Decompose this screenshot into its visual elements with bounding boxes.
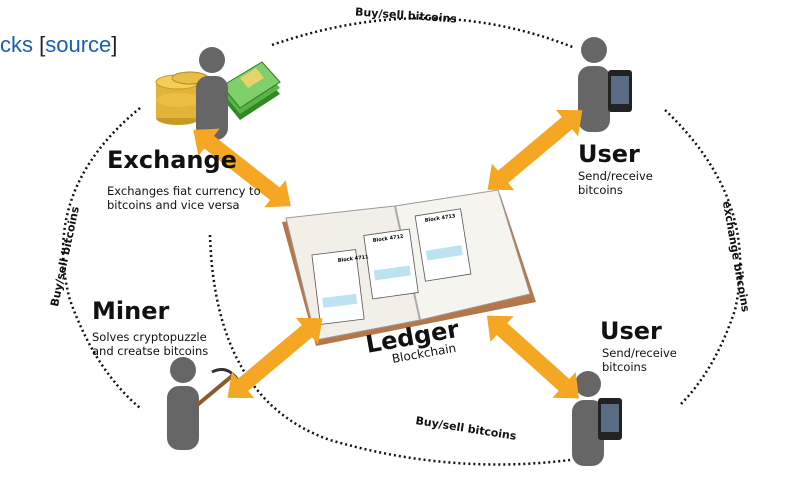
bracket-open: [: [39, 32, 46, 57]
source-link[interactable]: source: [45, 32, 112, 57]
exchange-person-icon: [196, 47, 228, 140]
block-4713-label: Block 4713: [424, 213, 456, 224]
miner-desc-line1: Solves cryptopuzzle: [92, 330, 207, 344]
user-top-desc-line2: bitcoins: [578, 183, 623, 197]
user-bottom-desc-line2: bitcoins: [602, 360, 647, 374]
source-link-line: cks [source]: [0, 32, 117, 58]
user-top-person-icon: [578, 37, 610, 132]
bracket-close: ]: [111, 32, 118, 57]
user-top-desc-line1: Send/receive: [578, 169, 653, 183]
miner-title: Miner: [92, 297, 170, 325]
user-bottom-description: Send/receive bitcoins: [602, 346, 677, 374]
exchange-title: Exchange: [107, 146, 237, 174]
user-bottom-phone-icon: [598, 398, 622, 440]
exchange-description: Exchanges fiat currency to bitcoins and …: [107, 184, 261, 212]
miner-description: Solves cryptopuzzle and creatse bitcoins: [92, 330, 208, 358]
block-4712-label: Block 4712: [372, 234, 404, 244]
exchange-desc-line1: Exchanges fiat currency to: [107, 184, 261, 198]
money-bundle-icon: [221, 61, 281, 120]
user-bottom-title: User: [600, 317, 662, 345]
miner-desc-line2: and creatse bitcoins: [92, 344, 209, 358]
ledger-book-icon: [282, 189, 536, 346]
link-fragment[interactable]: cks: [0, 32, 33, 57]
gold-coins-icon: [155, 71, 209, 125]
miner-ledger-arrow: [227, 317, 323, 399]
right-flow-arc: [664, 109, 742, 406]
user-top-ledger-arrow: [487, 109, 583, 191]
user-top-phone-icon: [608, 70, 632, 112]
miner-person-icon: [167, 357, 199, 450]
block-4711-label: Block 4711: [338, 254, 370, 264]
exchange-ledger-arrow: [193, 128, 291, 208]
user-bottom-ledger-arrow: [486, 315, 580, 399]
user-bottom-desc-line1: Send/receive: [602, 346, 677, 360]
exchange-desc-line2: bitcoins and vice versa: [107, 198, 240, 212]
user-top-title: User: [578, 140, 640, 168]
user-bottom-person-icon: [572, 371, 604, 466]
user-top-description: Send/receive bitcoins: [578, 169, 653, 197]
